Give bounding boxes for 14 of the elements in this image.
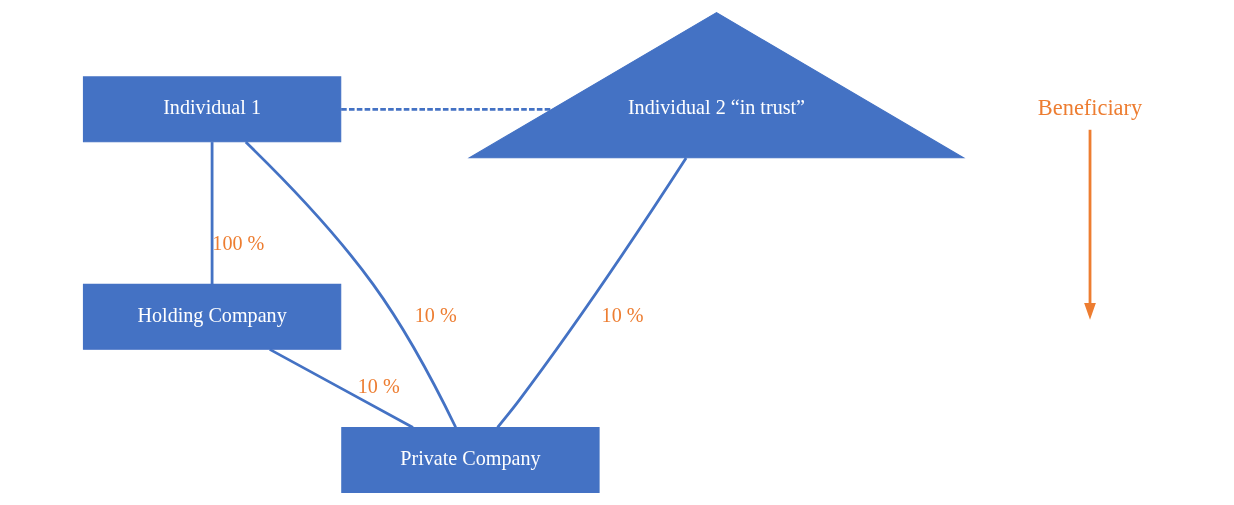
- edge-label: 100 %: [211, 232, 264, 255]
- edge-label: 10 %: [357, 375, 400, 398]
- connector: [340, 107, 552, 111]
- node-box: Individual 1: [82, 76, 341, 143]
- connector: [268, 348, 414, 429]
- connector: [244, 141, 457, 428]
- edge-label: 10 %: [601, 303, 643, 326]
- edge-label: 10 %: [414, 303, 457, 326]
- node-box: Holding Company: [82, 283, 341, 350]
- connector: [496, 157, 687, 429]
- connector: [210, 142, 213, 285]
- node-box: Private Company: [340, 426, 600, 493]
- arrow: [1083, 129, 1096, 320]
- node-text: Beneficiary: [1037, 94, 1142, 120]
